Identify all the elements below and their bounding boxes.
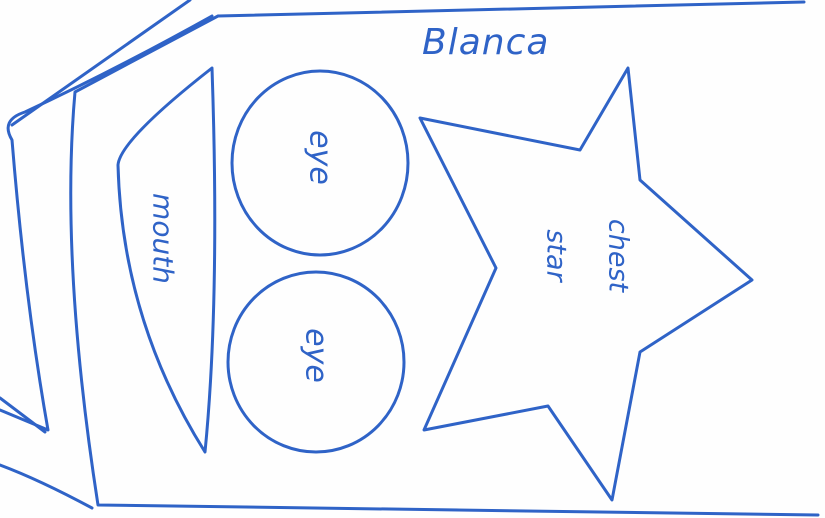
chest-label-line1: chest <box>603 204 634 308</box>
chest-star-outline <box>420 68 752 500</box>
eye-bottom-label: eye <box>299 326 334 386</box>
mouth-label: mouth <box>147 184 180 294</box>
chest-label-line2: star <box>541 216 572 296</box>
name-label: Blanca <box>422 22 549 63</box>
eye-top-label: eye <box>303 128 338 188</box>
